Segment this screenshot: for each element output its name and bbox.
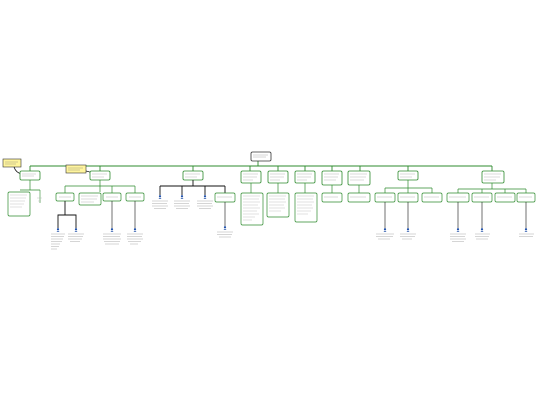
person-icon — [158, 195, 162, 199]
person-icon — [383, 228, 387, 232]
person-icon — [406, 228, 410, 232]
person-icon — [56, 228, 60, 232]
branch-1[interactable] — [7, 170, 42, 217]
connector-spine — [29, 161, 493, 171]
branch-6[interactable] — [294, 170, 318, 223]
person-icon — [180, 195, 184, 199]
branch-7[interactable] — [321, 170, 343, 203]
note-callout-1[interactable] — [2, 158, 23, 175]
person-icon — [74, 228, 78, 232]
branch-4[interactable] — [240, 170, 264, 226]
branch-8[interactable] — [347, 170, 371, 203]
person-icon — [524, 228, 528, 232]
person-icon — [456, 228, 460, 232]
branch-2[interactable] — [55, 170, 145, 228]
person-icon — [203, 195, 207, 199]
branch-9[interactable] — [374, 170, 443, 228]
root-node[interactable] — [250, 151, 272, 162]
branch-5[interactable] — [266, 170, 290, 218]
person-icon — [223, 226, 227, 230]
person-icon — [480, 228, 484, 232]
person-icon — [133, 228, 137, 232]
person-icons — [56, 195, 528, 232]
person-captions — [51, 200, 534, 250]
branch-10[interactable] — [446, 170, 536, 228]
branch-3[interactable] — [159, 170, 236, 226]
person-icon — [110, 228, 114, 232]
